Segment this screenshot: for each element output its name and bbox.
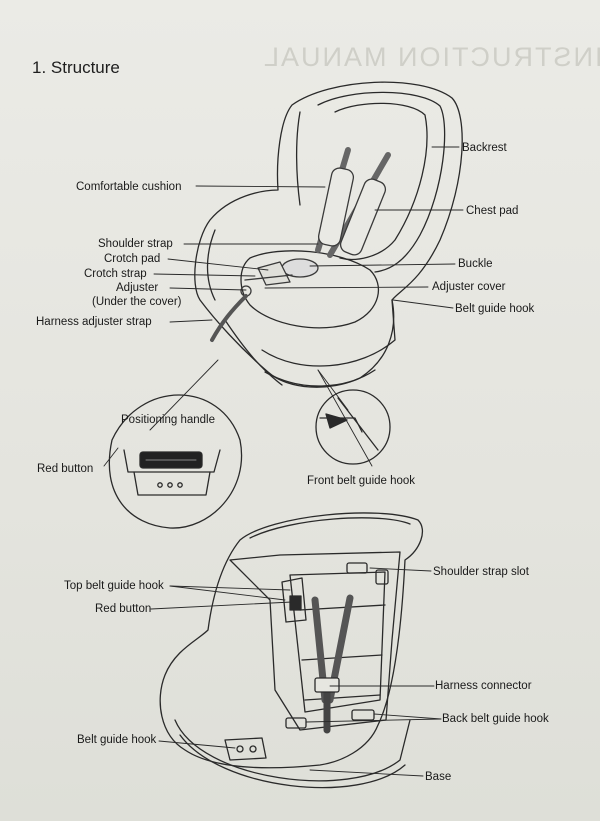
front-belt-guide-detail [315,389,391,465]
section-heading: 1. Structure [32,58,120,77]
label-belt-guide-hook-bottom: Belt guide hook [77,734,157,746]
label-red-button-rear: Red button [95,603,152,615]
label-base: Base [425,771,452,783]
label-top-belt-guide-hook: Top belt guide hook [64,580,164,592]
harness-straps-front [210,147,391,342]
rear-leader-lines [150,567,442,777]
label-comfortable-cushion: Comfortable cushion [76,181,182,193]
label-buckle: Buckle [458,258,493,270]
harness-straps-rear [311,594,354,734]
label-positioning-handle: Positioning handle [121,414,215,426]
seat-front-view [194,81,463,388]
label-adjuster: Adjuster [116,282,159,294]
label-crotch-pad: Crotch pad [104,253,161,265]
label-harness-connector: Harness connector [435,680,532,692]
label-adjuster-cover: Adjuster cover [432,281,506,293]
label-red-button-detail: Red button [37,463,94,475]
label-back-belt-guide-hook: Back belt guide hook [442,713,549,725]
label-belt-guide-hook-top: Belt guide hook [455,303,535,315]
label-front-belt-guide-hook: Front belt guide hook [307,475,416,487]
label-harness-adjuster-strap: Harness adjuster strap [36,316,152,328]
label-backrest: Backrest [462,142,507,154]
label-shoulder-strap-slot: Shoulder strap slot [433,566,529,578]
label-crotch-strap: Crotch strap [84,268,147,280]
positioning-handle-detail [103,394,243,529]
label-shoulder-strap: Shoulder strap [98,238,173,250]
label-under-the-cover: (Under the cover) [92,296,182,308]
label-chest-pad: Chest pad [466,205,519,217]
seat-rear-view [159,512,423,789]
